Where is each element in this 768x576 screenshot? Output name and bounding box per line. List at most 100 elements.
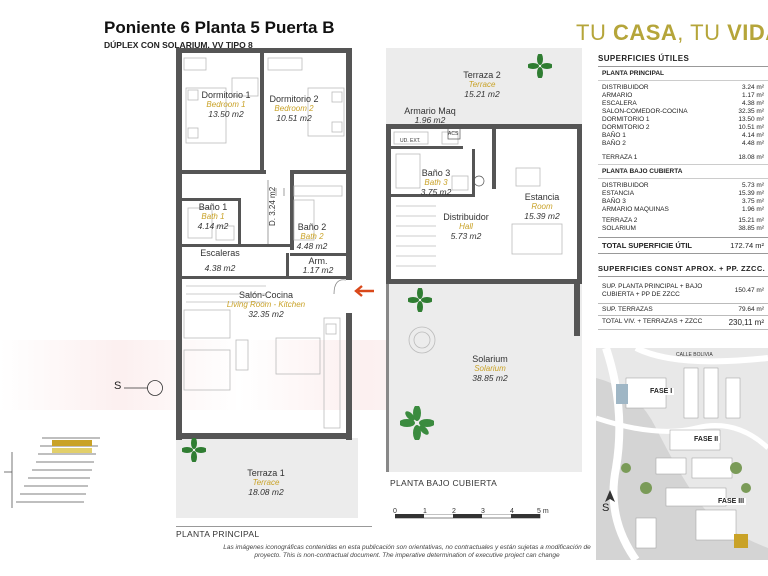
wall	[182, 276, 346, 279]
area-label: TERRAZA 2	[602, 217, 638, 224]
site-map-graphic	[596, 348, 768, 560]
plant-icon	[182, 438, 206, 462]
wall	[386, 124, 582, 129]
const-label: SUP. PLANTA PRINCIPAL + BAJO CUBIERTA + …	[602, 283, 703, 298]
area-label: ARMARIO MAQUINAS	[602, 206, 669, 213]
area-row: BAÑO 2 4.48 m²	[598, 140, 768, 148]
const-total-value: 230,11 m²	[728, 318, 764, 327]
const-title: SUPERFICIES CONST APROX. + PP. ZZCC.	[598, 262, 768, 277]
area-value: 18.08 m²	[738, 154, 764, 161]
area-label: ESTANCIA	[602, 190, 635, 197]
surfaces-title: SUPERFICIES ÚTILES	[598, 52, 768, 67]
brand-part-2: CASA	[612, 20, 678, 45]
wall	[176, 433, 352, 439]
phase-1-label: FASE I	[648, 388, 675, 395]
entrance-arrow-icon	[354, 285, 374, 297]
total-util-value: 172.74 m²	[730, 241, 764, 250]
area-value: 15.21 m²	[738, 217, 764, 224]
area-value: 4.38 m²	[741, 100, 764, 107]
scale-tick: 5 m	[537, 508, 549, 515]
brand-part-3: , TU	[677, 20, 728, 45]
site-street-label: CALLE BOLIVIA	[676, 352, 713, 358]
const-total-label: TOTAL VIV. + TERRAZAS + ZZCC	[602, 318, 703, 325]
const-row: SUP. TERRAZAS 79.64 m²	[598, 303, 768, 315]
wall	[238, 198, 241, 246]
wall	[182, 170, 266, 174]
area-row: SALON-COMEDOR-COCINA 32.35 m²	[598, 108, 768, 116]
plan-principal-label: PLANTA PRINCIPAL	[176, 529, 260, 539]
area-row: BAÑO 3 3.75 m²	[598, 198, 768, 206]
wall	[577, 124, 582, 284]
disclaimer: Las imágenes iconográficas contenidas en…	[223, 544, 591, 560]
area-value: 5.73 m²	[741, 182, 764, 189]
wall	[391, 146, 463, 149]
terrace-2-area	[386, 48, 582, 124]
site-compass: S	[600, 490, 620, 520]
building-section-diagram	[4, 437, 100, 508]
area-value: 4.48 m²	[741, 140, 764, 147]
area-row: ARMARIO MAQUINAS 1.96 m²	[598, 206, 768, 214]
wall	[290, 170, 346, 174]
wall	[182, 198, 240, 201]
area-value: 4.14 m²	[741, 132, 764, 139]
area-value: 3.75 m²	[741, 198, 764, 205]
area-row: TERRAZA 2 15.21 m²	[598, 217, 768, 225]
const-value: 79.64 m²	[738, 306, 764, 313]
furniture-sketch	[393, 127, 563, 354]
surfaces-panel: SUPERFICIES ÚTILES PLANTA PRINCIPAL DIST…	[598, 52, 768, 330]
plan-cubierta: UD. EXT. ACS Terraza 2 Terrace 15.21 m2 …	[386, 48, 582, 472]
total-util-label: TOTAL SUPERFICIE ÚTIL	[602, 241, 693, 250]
scale-tick: 2	[452, 508, 456, 515]
area-label: DORMITORIO 1	[602, 116, 650, 123]
principal-heading: PLANTA PRINCIPAL	[598, 67, 768, 81]
area-value: 15.39 m²	[738, 190, 764, 197]
phase-3-label: FASE III	[716, 498, 747, 505]
site-map: CALLE BOLIVIA FASE I FASE II FASE III S	[596, 348, 768, 560]
distributor-vertical-label: D. 3.24 m2	[268, 187, 277, 226]
area-value: 13.50 m²	[738, 116, 764, 123]
brand-slogan: TU CASA, TU VIDA	[576, 20, 768, 46]
wall	[386, 284, 389, 472]
const-value: 150.47 m²	[734, 287, 764, 294]
wall	[290, 253, 346, 256]
area-label: SALON-COMEDOR-COCINA	[602, 108, 688, 115]
wall	[472, 149, 475, 197]
const-total-row: TOTAL VIV. + TERRAZAS + ZZCC 230,11 m²	[598, 315, 768, 330]
total-util-row: TOTAL SUPERFICIE ÚTIL 172.74 m²	[598, 237, 768, 254]
phase-2-label: FASE II	[692, 436, 721, 443]
terrace-1-area	[176, 438, 358, 518]
area-label: BAÑO 2	[602, 140, 626, 147]
wall	[346, 48, 352, 280]
compass: S	[114, 378, 164, 398]
cubierta-heading: PLANTA BAJO CUBIERTA	[598, 165, 768, 179]
area-label: ESCALERA	[602, 100, 637, 107]
wall	[391, 194, 475, 197]
label-underline	[176, 526, 372, 527]
distributor-abbr: D.	[268, 218, 277, 226]
area-label: DISTRIBUIDOR	[602, 84, 649, 91]
scale-tick: 4	[510, 508, 514, 515]
area-value: 1.96 m²	[741, 206, 764, 213]
scale-bar	[395, 498, 555, 520]
wall	[286, 253, 289, 278]
scale-tick: 1	[423, 508, 427, 515]
plan-principal: Dormitorio 1 Bedroom 1 13.50 m2 Dormitor…	[176, 48, 374, 518]
wall	[290, 170, 294, 250]
plan-cubierta-label: PLANTA BAJO CUBIERTA	[390, 478, 498, 488]
const-label: SUP. TERRAZAS	[602, 306, 653, 313]
area-label: ARMARIO	[602, 92, 633, 99]
ud-ext-label: UD. EXT.	[400, 138, 421, 144]
wall	[182, 244, 292, 247]
compass-icon	[124, 380, 163, 396]
area-value: 38.85 m²	[738, 225, 764, 232]
area-value: 32.35 m²	[738, 108, 764, 115]
area-label: BAÑO 3	[602, 198, 626, 205]
brand-part-1: TU	[576, 20, 613, 45]
area-row: DORMITORIO 1 13.50 m²	[598, 116, 768, 124]
plant-icon	[528, 54, 552, 78]
